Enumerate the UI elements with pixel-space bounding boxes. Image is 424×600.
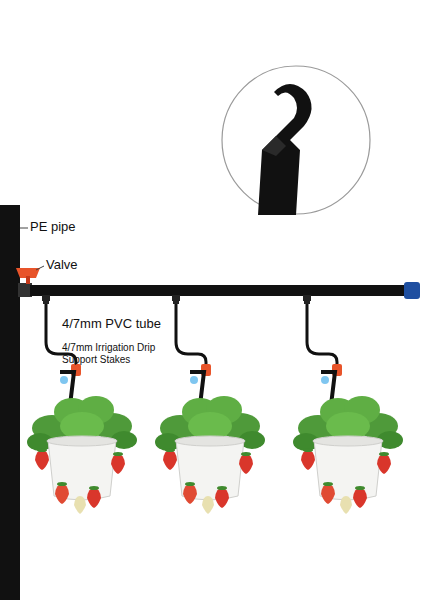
end-cap bbox=[404, 282, 420, 299]
part-label: 4/7mm PVC tube bbox=[62, 317, 212, 332]
part-label: 4/7mm Irrigation Drip Support Stakes bbox=[62, 342, 166, 365]
leader-line bbox=[36, 266, 44, 270]
part-label: Valve bbox=[46, 258, 146, 273]
stake-hook-closeup bbox=[258, 84, 312, 215]
horizontal-pipe bbox=[30, 285, 408, 296]
part-label: PE pipe bbox=[30, 220, 150, 235]
magnify-circle bbox=[222, 66, 370, 214]
pe-pipe bbox=[0, 205, 20, 600]
valve-body bbox=[18, 283, 32, 297]
leader-line bbox=[20, 228, 28, 229]
